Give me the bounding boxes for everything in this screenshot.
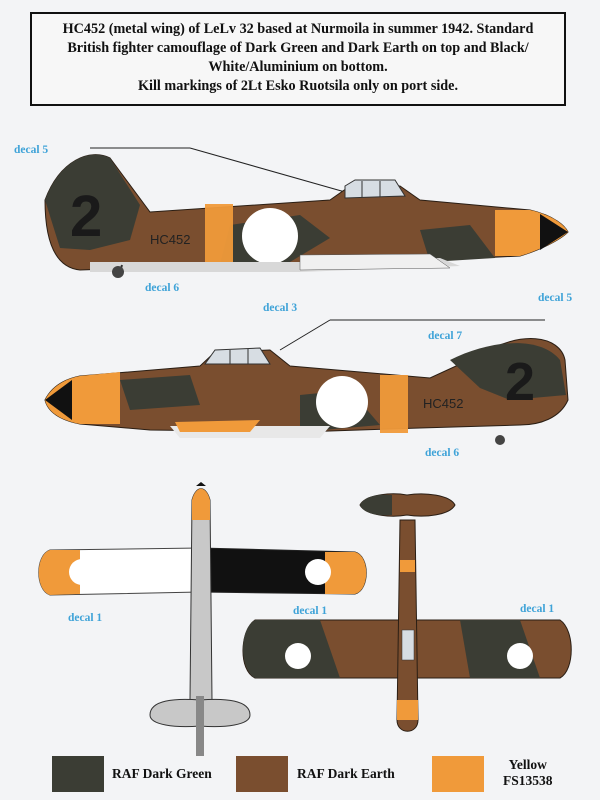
caption-line-3: White/Aluminium on bottom. bbox=[208, 59, 388, 75]
legend-yellow-code: FS13538 bbox=[503, 773, 553, 788]
caption-line-1: HC452 (metal wing) of LeLv 32 based at N… bbox=[62, 21, 534, 37]
decal-label: decal 6 bbox=[425, 447, 460, 459]
legend-label-dark-earth: RAF Dark Earth bbox=[297, 766, 395, 781]
decal-label: decal 6 bbox=[145, 282, 180, 294]
code-number-port: 2 bbox=[70, 184, 102, 249]
decal-label: decal 5 bbox=[538, 292, 573, 304]
code-number-starboard: 2 bbox=[505, 352, 535, 412]
decal-label: decal 5 bbox=[14, 144, 49, 156]
decal-label: decal 3 bbox=[263, 302, 298, 314]
swatch-dark-earth bbox=[236, 756, 288, 792]
decal-label: decal 7 bbox=[428, 330, 463, 342]
swatch-yellow bbox=[432, 756, 484, 792]
swatch-dark-green bbox=[52, 756, 104, 792]
caption-line-2: British fighter camouflage of Dark Green… bbox=[67, 40, 529, 56]
legend-label-yellow: Yellow FS13538 bbox=[503, 757, 553, 789]
caption-box: HC452 (metal wing) of LeLv 32 based at N… bbox=[30, 12, 566, 106]
legend-label-dark-green: RAF Dark Green bbox=[112, 766, 212, 781]
caption-line-4: Kill markings of 2Lt Esko Ruotsila only … bbox=[137, 78, 459, 94]
decal-label: decal 1 bbox=[520, 603, 555, 615]
decal-label: decal 1 bbox=[68, 612, 103, 624]
serial-port: HC452 bbox=[150, 232, 190, 247]
legend-yellow-name: Yellow bbox=[508, 757, 547, 772]
serial-starboard: HC452 bbox=[423, 396, 463, 411]
decal-label: decal 1 bbox=[293, 605, 328, 617]
